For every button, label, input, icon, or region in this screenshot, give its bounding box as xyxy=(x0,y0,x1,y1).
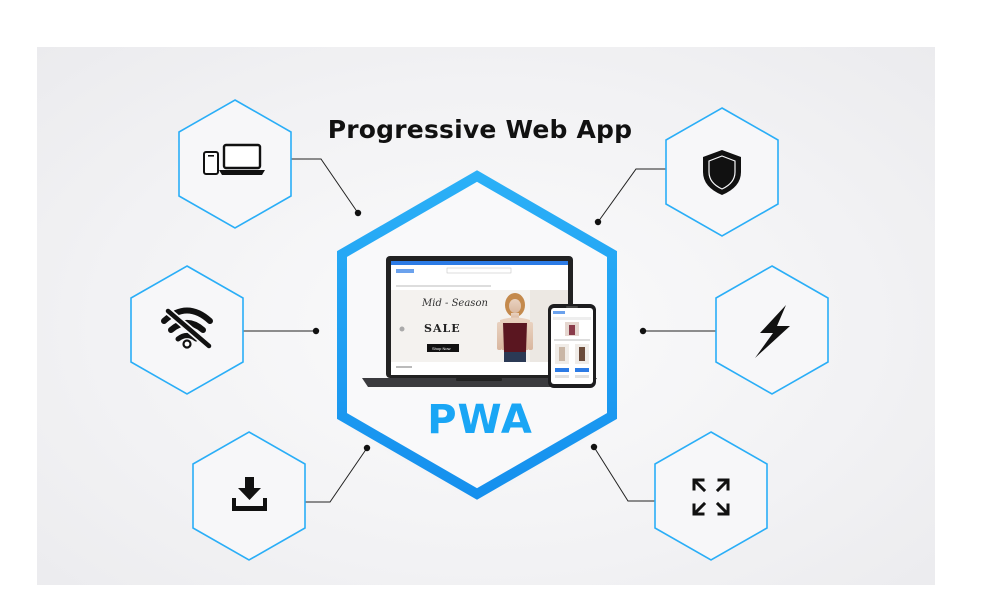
expand-icon xyxy=(692,478,730,516)
banner-script-text: Mid - Season xyxy=(421,298,488,309)
banner-button-text: Shop Now xyxy=(432,346,451,351)
pwa-label: PWA xyxy=(427,397,533,443)
banner-shop-button xyxy=(427,344,459,352)
devices-icon xyxy=(203,143,265,175)
phone-mockup xyxy=(548,304,596,388)
lightning-icon xyxy=(755,305,790,358)
model-figure xyxy=(497,293,533,362)
feature-node-expand xyxy=(654,431,768,561)
wifi-off-icon xyxy=(161,307,213,350)
banner-sale-text: SALE xyxy=(424,322,461,335)
page-title: Progressive Web App xyxy=(327,115,633,144)
shield-icon xyxy=(703,150,741,195)
download-icon xyxy=(232,477,267,511)
